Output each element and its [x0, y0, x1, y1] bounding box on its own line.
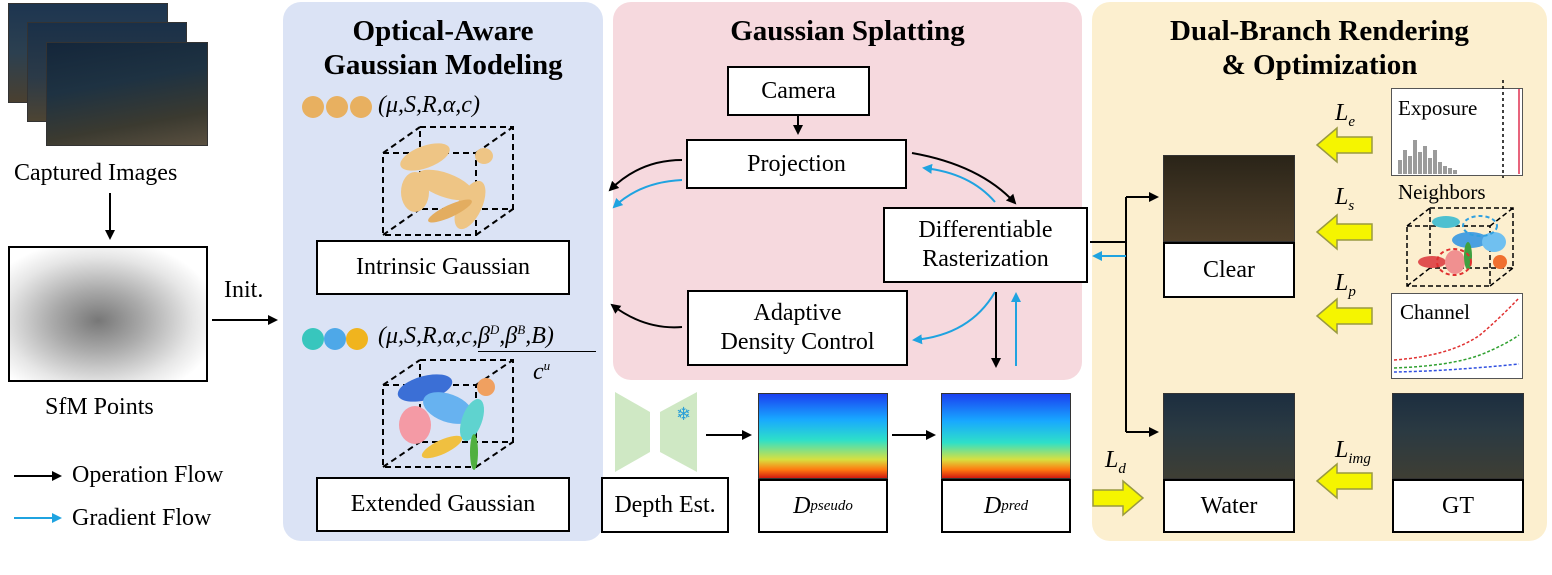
neighbors-cube-icon [1406, 207, 1514, 287]
panel2-title: Gaussian Splatting [730, 15, 965, 47]
extended-params-underline [478, 351, 596, 352]
panel3-title: Dual-Branch Rendering& Optimization [1170, 15, 1469, 81]
extended-spheres-icon [302, 328, 368, 350]
raster-to-projection-gradient [922, 163, 996, 203]
extended-gaussian-box: Extended Gaussian [316, 477, 570, 532]
neighbors-ellipsoids-icon [1418, 215, 1507, 276]
channel-plot [1391, 293, 1523, 379]
limg-label: Limg [1335, 437, 1371, 467]
projection-to-panel1-arrow [608, 159, 683, 192]
channel-label: Channel [1400, 300, 1470, 324]
ld-label: Ld [1105, 447, 1126, 477]
d-pred-map [941, 393, 1071, 479]
svg-text:❄: ❄ [676, 404, 691, 425]
intrinsic-ellipsoids-icon [400, 143, 493, 230]
captured-images-label: Captured Images [14, 160, 178, 186]
legend-operation-label: Operation Flow [72, 462, 224, 488]
water-box: Water [1163, 479, 1295, 533]
gt-image [1392, 393, 1524, 479]
init-label: Init. [224, 277, 264, 303]
extended-ellipsoids-icon [397, 374, 495, 470]
ls-label: Ls [1335, 184, 1355, 214]
exposure-label: Exposure [1398, 96, 1478, 120]
projection-box: Projection [686, 139, 907, 189]
clear-image [1163, 155, 1295, 242]
exposure-bars-icon [1398, 140, 1457, 174]
lp-label: Lp [1335, 270, 1356, 300]
intrinsic-params: (μ,S,R,α,c) [378, 92, 480, 118]
captured-image-1 [46, 42, 208, 146]
sfm-points-label: SfM Points [45, 394, 154, 420]
water-image [1163, 393, 1295, 479]
camera-box: Camera [727, 66, 870, 116]
le-label: Le [1335, 100, 1356, 130]
legend-gradient-label: Gradient Flow [72, 505, 212, 531]
projection-to-panel1-gradient [612, 179, 683, 209]
gt-box: GT [1392, 479, 1524, 533]
projection-to-raster-arrow [911, 152, 1017, 205]
intrinsic-spheres-icon [302, 96, 372, 118]
channel-curves-icon [1393, 297, 1520, 373]
raster-to-density-arrow [912, 291, 996, 345]
depth-est-box: Depth Est. [601, 477, 729, 533]
sfm-points-image [8, 246, 208, 382]
density-to-panel1-arrow [610, 303, 683, 329]
neighbors-label: Neighbors [1398, 180, 1486, 204]
clear-box: Clear [1163, 242, 1295, 298]
loss-arrows-icon [1092, 126, 1373, 517]
cu-label: cu [533, 358, 551, 385]
depth-network-icon: ❄ [615, 392, 697, 472]
d-pseudo-map [758, 393, 888, 479]
intrinsic-gaussian-box: Intrinsic Gaussian [316, 240, 570, 295]
extended-params: (μ,S,R,α,c,βD,βB,B) [378, 322, 554, 349]
